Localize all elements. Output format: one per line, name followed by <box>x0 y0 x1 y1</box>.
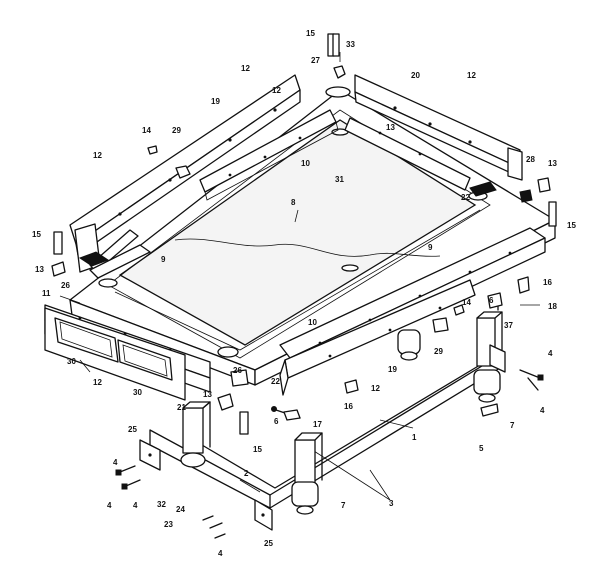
rail-front-left-apron <box>44 307 186 401</box>
label-27: 27 <box>311 56 320 65</box>
leg-front-left <box>180 401 211 468</box>
label-4: 4 <box>133 501 138 510</box>
label-12: 12 <box>467 71 476 80</box>
label-6: 6 <box>489 296 494 305</box>
label-13: 13 <box>548 159 557 168</box>
label-7: 7 <box>510 421 515 430</box>
label-4: 4 <box>218 549 223 558</box>
label-13: 13 <box>386 123 395 132</box>
label-33: 33 <box>346 40 355 49</box>
label-6: 6 <box>274 417 279 426</box>
label-29: 29 <box>434 347 443 356</box>
bracket-rear <box>489 344 506 373</box>
label-15: 15 <box>32 230 41 239</box>
label-10: 10 <box>308 318 317 327</box>
rail-inner-left <box>199 109 339 201</box>
label-26: 26 <box>233 366 242 375</box>
label-22: 22 <box>461 193 470 202</box>
label-13: 13 <box>35 265 44 274</box>
label-14: 14 <box>462 298 471 307</box>
label-1: 1 <box>412 433 417 442</box>
label-21: 21 <box>177 403 186 412</box>
leg-front-center <box>291 432 323 515</box>
label-26: 26 <box>61 281 70 290</box>
label-37: 37 <box>504 321 513 330</box>
label-13: 13 <box>203 390 212 399</box>
label-7: 7 <box>341 501 346 510</box>
play-surface-cloth <box>107 109 491 359</box>
label-4: 4 <box>548 349 553 358</box>
label-16: 16 <box>543 278 552 287</box>
label-12: 12 <box>93 378 102 387</box>
label-4: 4 <box>113 458 118 467</box>
bracket-left <box>139 439 161 471</box>
bracket-right <box>254 499 273 531</box>
label-25: 25 <box>128 425 137 434</box>
label-19: 19 <box>388 365 397 374</box>
label-10: 10 <box>301 159 310 168</box>
label-11: 11 <box>42 289 51 298</box>
label-14: 14 <box>142 126 151 135</box>
label-28: 28 <box>526 155 535 164</box>
label-15: 15 <box>253 445 262 454</box>
label-24: 24 <box>176 505 185 514</box>
label-12: 12 <box>241 64 250 73</box>
rail-end-right <box>507 147 523 181</box>
label-18: 18 <box>548 302 557 311</box>
label-5: 5 <box>479 444 484 453</box>
label-15: 15 <box>567 221 576 230</box>
label-4: 4 <box>540 406 545 415</box>
label-19: 19 <box>211 97 220 106</box>
label-17: 17 <box>313 420 322 429</box>
label-15: 15 <box>306 29 315 38</box>
side-board-left <box>89 244 151 279</box>
label-12: 12 <box>272 86 281 95</box>
corner-pockets <box>98 86 488 358</box>
label-16: 16 <box>344 402 353 411</box>
label-8: 8 <box>291 198 296 207</box>
label-30: 30 <box>67 357 76 366</box>
part-labels: 1 2 3 4 4 4 4 4 4 5 6 6 7 7 8 9 9 10 10 … <box>32 29 576 558</box>
label-9: 9 <box>428 243 433 252</box>
label-29: 29 <box>172 126 181 135</box>
rail-front-right-lower <box>279 279 476 396</box>
label-22: 22 <box>271 377 280 386</box>
label-3: 3 <box>389 499 394 508</box>
pocket-liners <box>51 33 557 435</box>
leg-rear-center <box>397 329 421 361</box>
label-2: 2 <box>244 469 249 478</box>
label-23: 23 <box>164 520 173 529</box>
label-4: 4 <box>107 501 112 510</box>
label-25: 25 <box>264 539 273 548</box>
rail-inner-right <box>344 117 471 191</box>
label-31: 31 <box>335 175 344 184</box>
label-20: 20 <box>411 71 420 80</box>
label-32: 32 <box>157 500 166 509</box>
label-9: 9 <box>161 255 166 264</box>
label-30: 30 <box>133 388 142 397</box>
leader-lines <box>59 52 540 501</box>
label-12: 12 <box>93 151 102 160</box>
label-12: 12 <box>371 384 380 393</box>
